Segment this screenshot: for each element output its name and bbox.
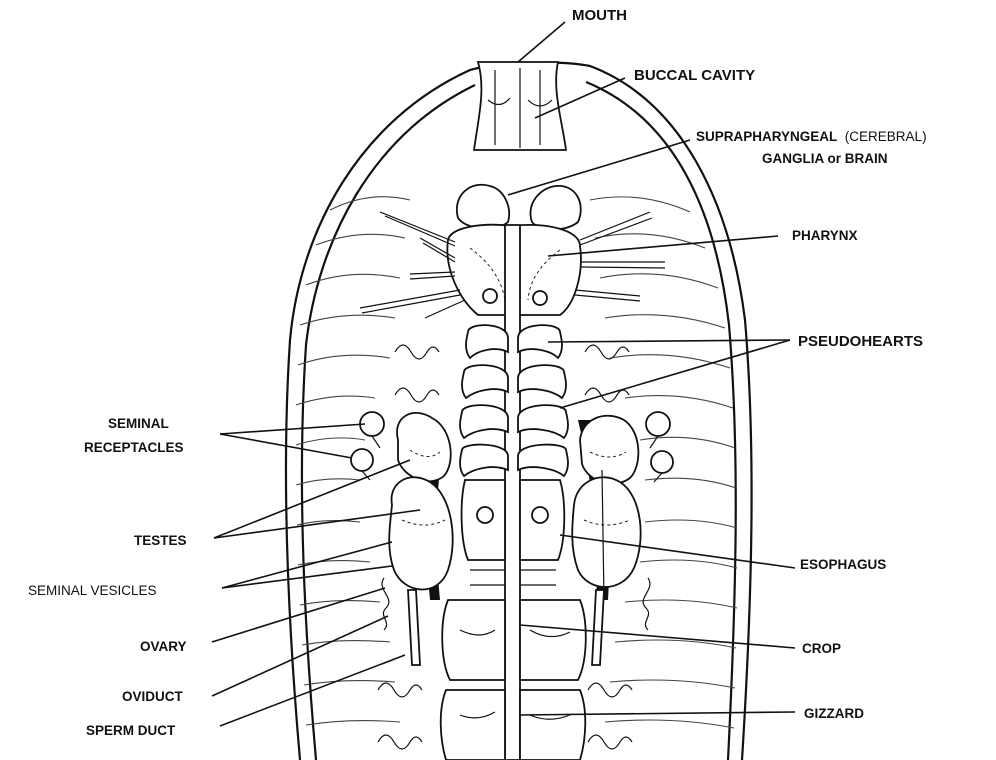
crop (441, 599, 587, 681)
seminal-receptacles (350, 411, 674, 483)
label-sperm-duct: SPERM DUCT (86, 723, 176, 738)
ovaries-oviducts (381, 577, 651, 666)
seminal-vesicles-right (571, 414, 642, 601)
body-segments (295, 196, 738, 729)
leader-lines (211, 21, 796, 727)
label-testes: TESTES (134, 533, 187, 548)
label-esophagus: ESOPHAGUS (800, 557, 886, 572)
label-oviduct: OVIDUCT (122, 689, 184, 704)
label-crop: CROP (802, 641, 841, 656)
nephridia (377, 344, 633, 750)
label-seminal-receptacles-line2: RECEPTACLES (84, 440, 184, 455)
label-pseudohearts: PSEUDOHEARTS (798, 333, 923, 350)
label-brain-line1: SUPRAPHARYNGEAL (696, 129, 837, 144)
label-brain-paren: (CEREBRAL) (845, 129, 927, 144)
seminal-vesicles-left (388, 412, 454, 591)
label-seminal-vesicles: SEMINAL VESICLES (28, 583, 157, 598)
pseudohearts (459, 324, 569, 478)
label-mouth: MOUTH (572, 7, 627, 24)
dorsal-vessel (504, 224, 521, 760)
labels: MOUTH BUCCAL CAVITY SUPRAPHARYNGEAL (CER… (28, 7, 927, 738)
svg-text:SUPRAPHARYNGEAL (CEREBRA: SUPRAPHARYNGEAL (CEREBRAL) (696, 129, 927, 144)
label-gizzard: GIZZARD (804, 706, 864, 721)
label-brain-line2: GANGLIA or BRAIN (762, 151, 888, 166)
label-ovary: OVARY (140, 639, 187, 654)
label-seminal-receptacles-line1: SEMINAL (108, 416, 169, 431)
buccal-cavity (472, 61, 568, 151)
label-pharynx: PHARYNX (792, 228, 858, 243)
esophagus (460, 479, 566, 586)
gizzard (439, 689, 587, 760)
label-buccal-cavity: BUCCAL CAVITY (634, 67, 755, 84)
